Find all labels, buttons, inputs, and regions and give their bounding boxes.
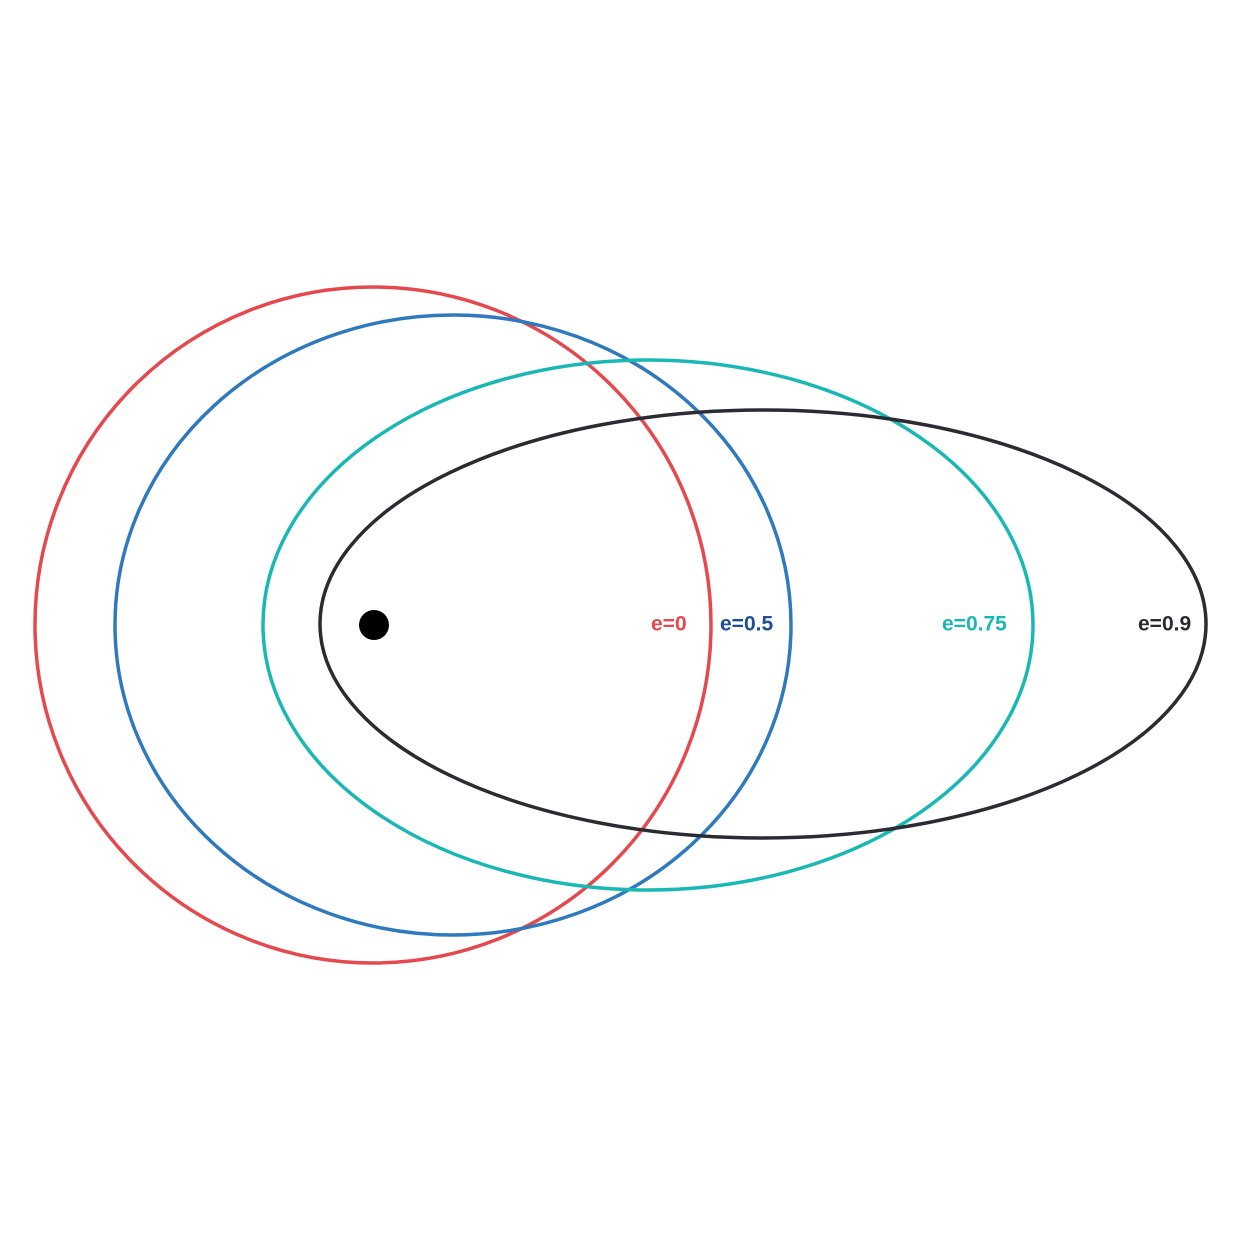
orbit-e0-9	[318, 408, 1208, 840]
orbit-label-e0: e=0	[651, 613, 687, 636]
orbit-e0	[33, 285, 713, 965]
orbit-e0-75	[261, 358, 1035, 892]
orbit-label-e0-75: e=0.75	[942, 613, 1007, 636]
central-body-dot	[359, 610, 389, 640]
orbit-e0-5	[113, 313, 793, 937]
orbit-labels: e=0 e=0.5 e=0.75 e=0.9	[651, 613, 1191, 636]
orbit-label-e0-9: e=0.9	[1138, 613, 1191, 636]
orbits-group	[33, 285, 1208, 965]
orbit-label-e0-5: e=0.5	[720, 613, 773, 636]
